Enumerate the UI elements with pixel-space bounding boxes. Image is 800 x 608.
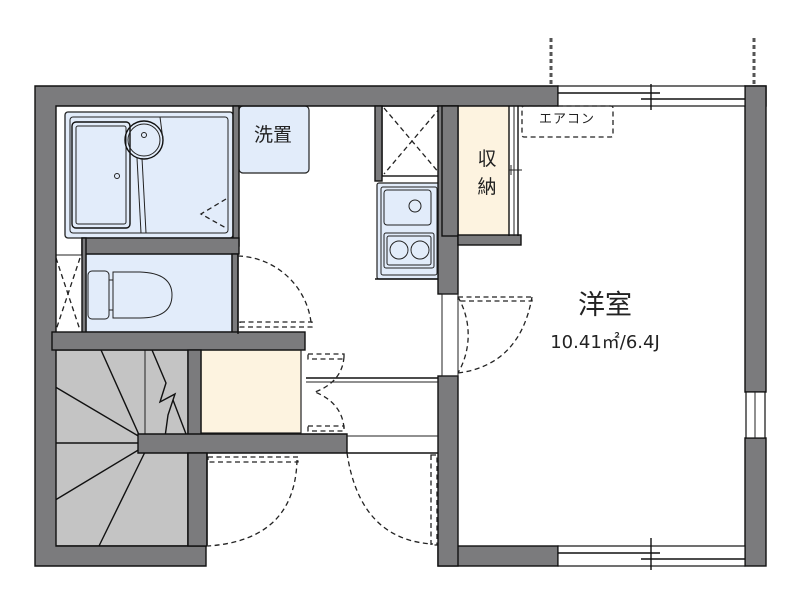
western-room-area: 10.41㎡/6.4J	[550, 332, 660, 353]
bathtub	[71, 116, 227, 234]
utility-storage	[200, 349, 302, 434]
washroom-label: 洗置	[253, 124, 292, 146]
western-room-name: 洋室	[578, 290, 632, 321]
shoe-cabinet	[53, 254, 83, 333]
storage-sliding-door	[508, 106, 522, 236]
toilet-room	[85, 253, 233, 333]
bottom-window	[557, 538, 746, 570]
room-fills	[51, 105, 766, 547]
storage-label-line2: 納	[477, 176, 497, 198]
aircon-label: エアコン	[538, 112, 595, 127]
top-window	[557, 84, 746, 110]
stair-treads	[51, 349, 187, 547]
right-window	[745, 391, 766, 439]
storage-label: 収 納	[461, 145, 513, 201]
doors	[206, 254, 533, 547]
storage-closet	[458, 106, 509, 235]
kitchen-sink-stove	[375, 182, 442, 280]
storage-label-line1: 収	[477, 148, 497, 170]
bathroom	[64, 111, 234, 239]
balcony-markers	[549, 38, 756, 86]
toilet	[87, 270, 173, 320]
aircon-box	[521, 105, 614, 138]
